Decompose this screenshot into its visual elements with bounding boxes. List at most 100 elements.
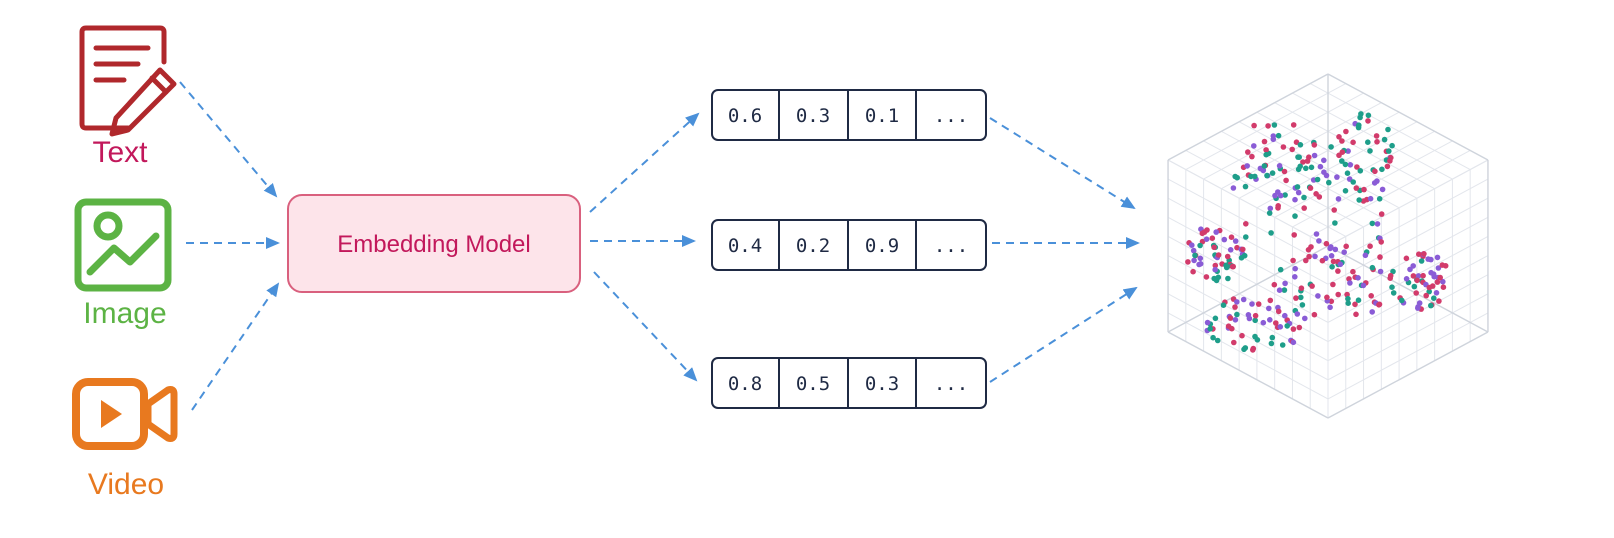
embedding-point: [1413, 290, 1419, 296]
arrow-model-to-vector-3: [593, 271, 698, 382]
embedding-point: [1369, 220, 1376, 227]
embedding-point: [1415, 273, 1422, 279]
grid-line: [1327, 274, 1489, 362]
embedding-point: [1279, 342, 1286, 348]
embedding-point: [1386, 148, 1392, 154]
embedding-point: [1313, 231, 1320, 237]
video-camera-icon: [72, 378, 178, 450]
embedding-point: [1368, 293, 1374, 299]
embedding-point: [1439, 262, 1446, 268]
embedding-point: [1389, 284, 1395, 291]
embedding-point: [1420, 272, 1426, 279]
grid-line: [1292, 92, 1453, 180]
embedding-point: [1390, 268, 1396, 275]
embedding-point: [1433, 290, 1440, 296]
embedding-point: [1244, 163, 1250, 169]
embedding-point: [1337, 261, 1344, 268]
embedding-point: [1334, 174, 1340, 180]
embedding-point: [1269, 170, 1276, 176]
embedding-point: [1266, 305, 1272, 312]
embedding-point: [1440, 284, 1447, 291]
embedding-point: [1352, 301, 1358, 308]
embedding-point: [1379, 166, 1385, 173]
grid-line: [1167, 255, 1329, 342]
embedding-model-box: [287, 194, 581, 293]
embedding-point: [1426, 284, 1433, 291]
embedding-point: [1385, 126, 1391, 133]
embedding-point: [1371, 180, 1378, 186]
embedding-point: [1309, 283, 1315, 289]
embedding-point: [1249, 301, 1255, 307]
embedding-point: [1282, 280, 1288, 287]
embedding-vector: 0.8 0.5 0.3 ...: [711, 357, 987, 409]
embedding-point: [1328, 244, 1334, 250]
embedding-point: [1275, 308, 1282, 315]
grid-line: [1167, 293, 1329, 381]
embedding-point: [1243, 234, 1249, 240]
embedding-point: [1342, 161, 1349, 168]
embedding-point: [1298, 285, 1305, 292]
embedding-point: [1293, 295, 1299, 301]
vector-cell: 0.1: [865, 105, 899, 127]
embedding-point: [1232, 173, 1238, 180]
input-label-image: Image: [83, 297, 166, 330]
embedding-point: [1306, 253, 1312, 260]
embedding-point: [1312, 253, 1318, 260]
embedding-point: [1292, 265, 1298, 272]
embedding-point: [1301, 194, 1307, 201]
embedding-point: [1367, 243, 1373, 249]
grid-line: [1309, 83, 1471, 170]
embedding-point: [1267, 205, 1274, 212]
vector-cell: 0.3: [865, 373, 899, 395]
embedding-point: [1294, 311, 1301, 317]
embedding-point: [1321, 157, 1327, 164]
embedding-point: [1232, 304, 1238, 310]
embedding-point: [1339, 138, 1345, 144]
embedding-point: [1361, 186, 1367, 193]
embedding-point: [1317, 163, 1324, 170]
embedding-point: [1329, 264, 1335, 270]
embedding-point: [1292, 196, 1298, 203]
grid-line: [1167, 197, 1329, 285]
grid-line: [1274, 130, 1435, 218]
grid-line: [1167, 159, 1329, 247]
embedding-point: [1263, 151, 1269, 158]
embedding-point: [1250, 347, 1256, 353]
embedding-point: [1327, 304, 1333, 311]
embedding-point: [1336, 134, 1342, 140]
vector-cell: 0.4: [728, 235, 762, 257]
embedding-point: [1232, 317, 1239, 323]
embedding-point: [1357, 168, 1364, 174]
embedding-point: [1414, 277, 1420, 284]
embedding-point: [1440, 278, 1446, 285]
embedding-point: [1315, 293, 1321, 299]
grid-line: [1203, 92, 1364, 180]
embedding-point: [1296, 154, 1302, 160]
embedding-point: [1212, 315, 1219, 322]
embedding-point: [1197, 242, 1203, 249]
embedding-point: [1302, 315, 1308, 322]
embedding-point: [1374, 221, 1381, 227]
embedding-point: [1290, 326, 1297, 332]
embedding-point: [1436, 298, 1442, 304]
embedding-point: [1423, 292, 1429, 299]
embedding-point: [1328, 144, 1334, 150]
embedding-point: [1251, 143, 1257, 149]
embedding-points: [1185, 111, 1449, 353]
embedding-point: [1252, 173, 1258, 180]
embedding-point: [1252, 312, 1259, 319]
grid-line: [1327, 178, 1489, 266]
embedding-point: [1353, 185, 1360, 191]
embedding-point: [1428, 269, 1434, 276]
embedding-point: [1270, 133, 1277, 139]
embedding-point: [1283, 177, 1289, 184]
embedding-point: [1345, 300, 1351, 307]
embedding-point: [1303, 257, 1309, 264]
embedding-point: [1289, 146, 1295, 153]
embedding-point: [1185, 259, 1191, 265]
embedding-point: [1342, 188, 1349, 194]
embedding-point: [1292, 213, 1298, 219]
embedding-point: [1319, 257, 1326, 264]
embedding-point: [1243, 221, 1249, 227]
embedding-point: [1267, 297, 1274, 304]
